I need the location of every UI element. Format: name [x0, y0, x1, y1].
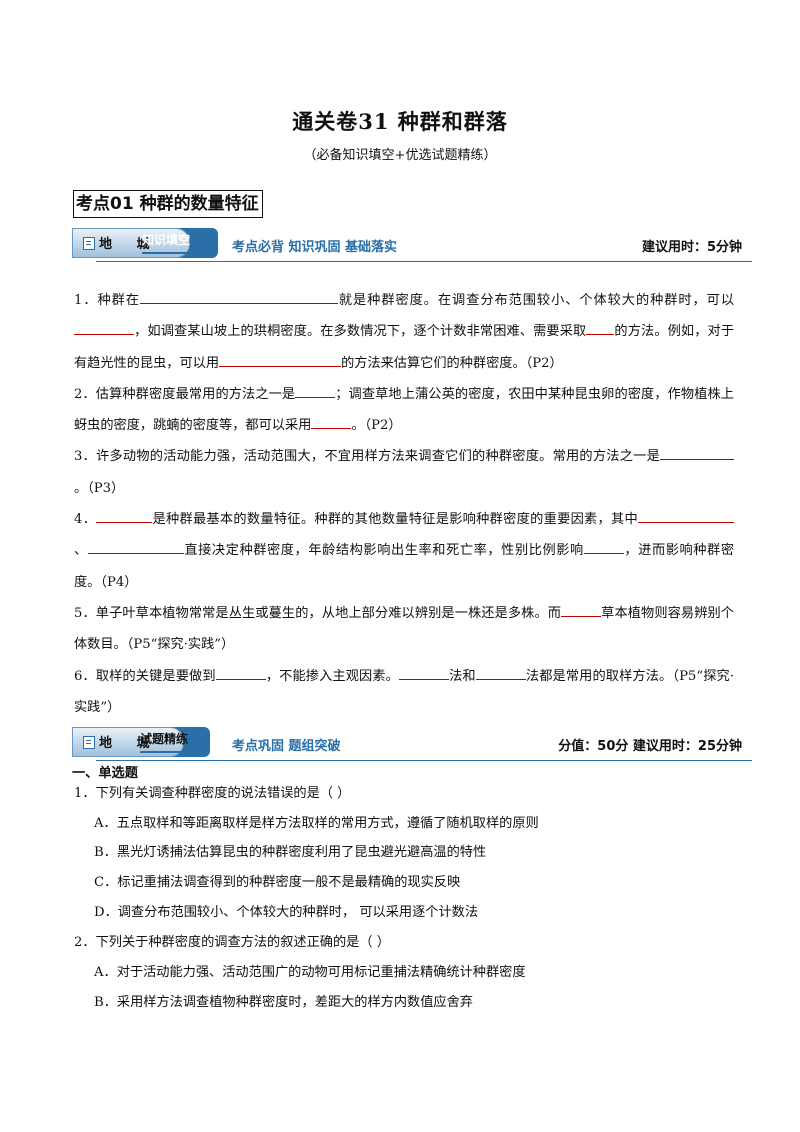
answer-blank[interactable]: [74, 320, 134, 336]
banner-badge-underline: [142, 252, 212, 254]
banner-badge: 知识填空: [142, 233, 191, 247]
answer-blank[interactable]: [638, 508, 735, 524]
banner-rule: [96, 760, 752, 761]
answer-blank[interactable]: [398, 665, 449, 680]
question-2: 2．下列关于种群密度的调查方法的叙述正确的是（ ）: [74, 935, 390, 950]
fill-question-6: 6．取样的关键是要做到，不能掺入主观因素。法和法都是常用的取样方法。（P5“探究…: [74, 661, 734, 724]
banner-slogan: 考点巩固 题组突破: [232, 739, 341, 754]
fill-question-2: 2．估算种群密度最常用的方法之一是；调查草地上蒲公英的密度，农田中某种昆虫卵的密…: [74, 379, 734, 442]
book-icon: [83, 736, 95, 749]
question-1: 1．下列有关调查种群密度的说法错误的是（ ）: [74, 786, 351, 801]
knowledge-banner: 地 城 知识填空 考点必背 知识巩固 基础落实 建议用时：5分钟: [72, 228, 752, 264]
q2-option-a[interactable]: A．对于活动能力强、活动范围广的动物可用标记重捕法精确统计种群密度: [94, 965, 526, 980]
fill-question-3: 3．许多动物的活动能力强，活动范围大，不宜用样方法来调查它们的种群密度。常用的方…: [74, 441, 734, 504]
practice-banner: 地 城 试题精练 考点巩固 题组突破 分值：50分 建议用时：25分钟: [72, 727, 752, 763]
banner-rule: [96, 261, 752, 262]
answer-blank[interactable]: [586, 320, 615, 336]
answer-blank[interactable]: [475, 665, 526, 680]
q1-option-d[interactable]: D．调查分布范围较小、个体较大的种群时， 可以采用逐个计数法: [94, 905, 479, 920]
banner-tab-label: 地 城: [99, 237, 160, 252]
fill-question-5: 5．单子叶草本植物常常是丛生或蔓生的，从地上部分难以辨别是一株还是多株。而草本植…: [74, 598, 734, 661]
book-icon: [83, 237, 95, 250]
answer-blank[interactable]: [96, 508, 153, 524]
answer-blank[interactable]: [87, 539, 184, 555]
q1-option-b[interactable]: B．黑光灯诱捕法估算昆虫的种群密度利用了昆虫避光避高温的特性: [94, 845, 487, 860]
answer-blank[interactable]: [295, 383, 336, 398]
section-title: 考点01 种群的数量特征: [73, 190, 263, 218]
fill-in-questions: 1．种群在就是种群密度。在调查分布范围较小、个体较大的种群时，可以，如调查某山坡…: [74, 285, 734, 723]
q1-option-a[interactable]: A．五点取样和等距离取样是样方法取样的常用方式，遵循了随机取样的原则: [94, 816, 539, 831]
banner-slogan: 考点必背 知识巩固 基础落实: [232, 240, 398, 255]
section-heading: 一、单选题: [72, 766, 138, 781]
fill-question-1: 1．种群在就是种群密度。在调查分布范围较小、个体较大的种群时，可以，如调查某山坡…: [74, 285, 734, 379]
fill-question-4: 4．是种群最基本的数量特征。种群的其他数量特征是影响种群密度的重要因素，其中、直…: [74, 504, 735, 598]
answer-blank[interactable]: [219, 352, 342, 367]
answer-blank[interactable]: [583, 539, 624, 555]
banner-tab-label: 地 城: [99, 736, 160, 751]
suggested-time: 建议用时：5分钟: [641, 240, 742, 255]
answer-blank[interactable]: [561, 602, 602, 617]
answer-blank[interactable]: [215, 665, 266, 680]
page-title: 通关卷31 种群和群落: [292, 109, 508, 134]
q1-option-c[interactable]: C．标记重捕法调查得到的种群密度一般不是最精确的现实反映: [94, 875, 461, 890]
answer-blank[interactable]: [139, 289, 338, 304]
answer-blank[interactable]: [311, 414, 352, 430]
answer-blank[interactable]: [660, 445, 734, 461]
banner-badge-underline: [140, 751, 208, 753]
banner-badge: 试题精练: [140, 732, 189, 746]
q2-option-b[interactable]: B．采用样方法调查植物种群密度时，差距大的样方内数值应舍弃: [94, 995, 473, 1010]
page-subtitle: （必备知识填空+优选试题精练）: [303, 148, 497, 163]
score-and-time: 分值：50分 建议用时：25分钟: [558, 739, 742, 754]
